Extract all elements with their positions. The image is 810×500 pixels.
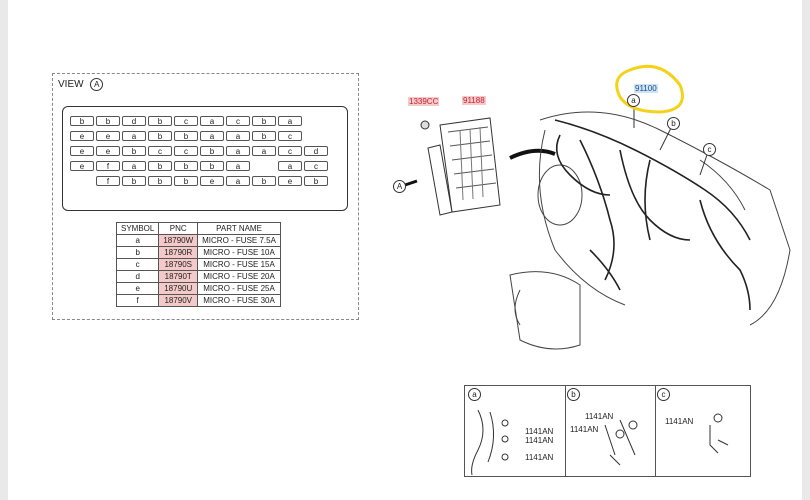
fuse-slot: b <box>96 116 120 126</box>
fuse-slot: c <box>174 116 198 126</box>
label-91100: 91100 <box>634 84 658 93</box>
fuse-slot: b <box>148 116 172 126</box>
fuse-slot: b <box>174 161 198 171</box>
callout-a-part-1: 1141AN <box>525 427 554 436</box>
view-a-arrow <box>404 179 418 187</box>
fuse-slot: a <box>278 161 302 171</box>
fuse-slot: a <box>200 116 224 126</box>
callout-c-part-1: 1141AN <box>665 417 694 426</box>
fuse-slot: b <box>252 116 276 126</box>
marker-b: b <box>667 117 680 130</box>
label-1339cc: 1339CC <box>408 97 440 106</box>
fuse-slot: e <box>278 176 302 186</box>
fuse-slot: a <box>226 131 250 141</box>
fuse-slot: b <box>148 131 172 141</box>
view-marker: A <box>90 78 104 91</box>
fuse-slot: e <box>70 131 94 141</box>
callout-drawings <box>471 409 729 476</box>
legend-part-name: MICRO - FUSE 30A <box>197 294 281 307</box>
fuse-slot: c <box>226 116 250 126</box>
fuse-slot: e <box>96 146 120 156</box>
fuse-slot: d <box>304 146 328 156</box>
view-label: VIEW <box>58 79 84 90</box>
callout-marker-a: a <box>468 388 481 401</box>
callout-b-part-1: 1141AN <box>585 412 614 421</box>
fuse-slot: e <box>70 161 94 171</box>
highlight-ring <box>615 64 684 114</box>
fuse-slot: a <box>226 176 250 186</box>
fuse-slot: e <box>200 176 224 186</box>
fuse-slot: a <box>122 131 146 141</box>
fuse-slot: b <box>252 176 276 186</box>
fuse-slot: a <box>122 161 146 171</box>
fuse-slot: b <box>252 131 276 141</box>
fuse-slot: c <box>304 161 328 171</box>
fuse-slot: b <box>122 176 146 186</box>
fuse-slot: b <box>200 161 224 171</box>
fuse-slot: a <box>226 146 250 156</box>
fuse-box-outline <box>62 106 348 211</box>
callout-b-part-2: 1141AN <box>570 425 599 434</box>
fuse-slot: b <box>200 146 224 156</box>
fuse-slot: a <box>252 146 276 156</box>
fuse-slot: d <box>122 116 146 126</box>
fuse-slot: f <box>96 161 120 171</box>
legend-pnc: 18790V <box>158 294 199 307</box>
view-a-frame <box>52 73 359 320</box>
marker-view-a: A <box>393 180 406 193</box>
fuse-slot: c <box>148 146 172 156</box>
callout-marker-b: b <box>567 388 580 401</box>
fuse-slot: b <box>70 116 94 126</box>
fuse-slot: b <box>174 176 198 186</box>
fuse-slot: a <box>278 116 302 126</box>
legend-pnc: 18790T <box>158 270 199 283</box>
wiring-harness <box>554 119 751 311</box>
dashboard-outline <box>509 111 791 350</box>
fuse-slot: c <box>278 146 302 156</box>
label-91188: 91188 <box>462 96 486 105</box>
fuse-slot: b <box>304 176 328 186</box>
fuse-slot: b <box>148 176 172 186</box>
callout-a-part-2: 1141AN <box>525 436 554 445</box>
fuse-slot: a <box>200 131 224 141</box>
marker-a: a <box>627 94 640 107</box>
fuse-slot: e <box>96 131 120 141</box>
fuse-slot: e <box>70 146 94 156</box>
junction-box-drawing <box>420 117 501 216</box>
fuse-slot: c <box>278 131 302 141</box>
fuse-slot: b <box>148 161 172 171</box>
callout-a-part-3: 1141AN <box>525 453 554 462</box>
pointer-arrow <box>509 148 556 160</box>
legend-pnc: 18790U <box>158 282 199 295</box>
fuse-slot: a <box>226 161 250 171</box>
callout-marker-c: c <box>657 388 670 401</box>
marker-c: c <box>703 143 716 156</box>
fuse-slot: c <box>174 146 198 156</box>
view-title: VIEW A <box>58 78 104 91</box>
fuse-slot: b <box>122 146 146 156</box>
fuse-slot: b <box>174 131 198 141</box>
fuse-slot: f <box>96 176 120 186</box>
detail-callout-panel <box>464 385 751 477</box>
legend-symbol: f <box>115 294 160 307</box>
